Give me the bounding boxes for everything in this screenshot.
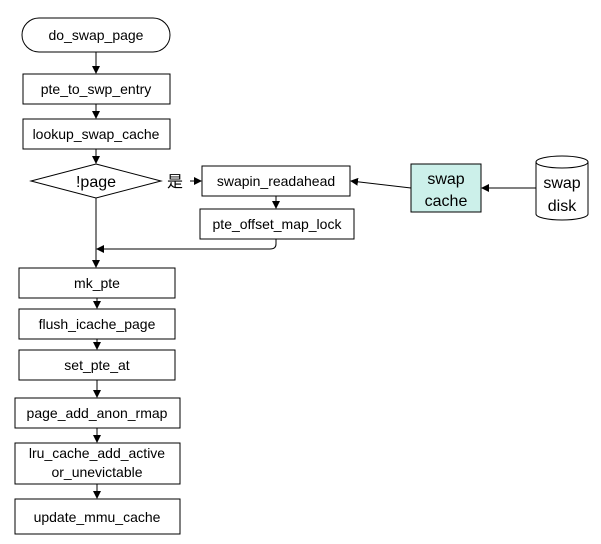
swap-disk-label-line1: swap <box>543 175 580 192</box>
node-set-pte-at: set_pte_at <box>18 349 176 381</box>
swap-disk-label-line2: disk <box>548 198 577 215</box>
node-lookup-swap-cache: lookup_swap_cache <box>22 118 171 150</box>
node-flush-icache-page: flush_icache_page <box>18 308 176 340</box>
node-do-swap-page-label: do_swap_page <box>49 27 144 43</box>
node-pte-offset-map-lock-label: pte_offset_map_lock <box>213 216 343 232</box>
node-update-mmu-cache: update_mmu_cache <box>14 498 181 535</box>
node-lru-cache-add-label-line1: lru_cache_add_active <box>29 445 165 461</box>
node-update-mmu-cache-label: update_mmu_cache <box>34 509 161 525</box>
node-lru-cache-add-label-line2: or_unevictable <box>51 464 142 480</box>
node-pte-to-swp-entry-label: pte_to_swp_entry <box>41 81 152 97</box>
node-pte-offset-map-lock: pte_offset_map_lock <box>199 208 355 240</box>
node-page-add-anon-rmap-label: page_add_anon_rmap <box>27 405 168 421</box>
connectors <box>92 52 536 499</box>
node-swapin-readahead-label: swapin_readahead <box>217 173 335 189</box>
arrow-swap-cache-to-swapin <box>350 177 412 189</box>
node-swap-disk: swap disk <box>535 155 589 221</box>
yes-label: 是 <box>167 174 183 191</box>
node-flush-icache-page-label: flush_icache_page <box>39 316 156 332</box>
node-mk-pte-label: mk_pte <box>74 275 120 291</box>
swap-cache-label-line1: swap <box>427 171 464 188</box>
node-not-page-decision: !page <box>29 163 163 199</box>
node-not-page-label: !page <box>76 174 116 191</box>
node-set-pte-at-label: set_pte_at <box>64 357 129 373</box>
node-mk-pte: mk_pte <box>18 267 176 299</box>
node-lru-cache-add: lru_cache_add_active or_unevictable <box>14 442 181 485</box>
node-pte-to-swp-entry: pte_to_swp_entry <box>22 73 171 105</box>
node-swapin-readahead: swapin_readahead <box>201 165 351 197</box>
arrow-pte-offset-back-to-main <box>96 239 277 253</box>
node-swap-cache: swap cache <box>410 163 482 213</box>
node-page-add-anon-rmap: page_add_anon_rmap <box>14 397 181 429</box>
swap-cache-label-line2: cache <box>425 193 468 210</box>
node-lookup-swap-cache-label: lookup_swap_cache <box>33 126 160 142</box>
node-do-swap-page: do_swap_page <box>21 17 171 53</box>
